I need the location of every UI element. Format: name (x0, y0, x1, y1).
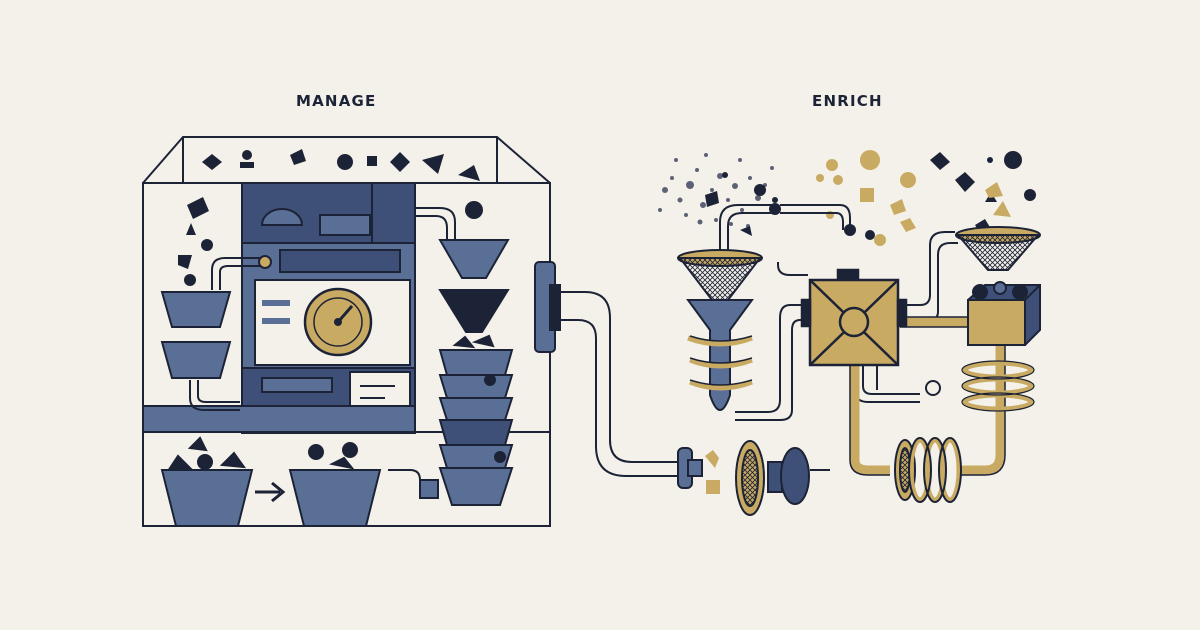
manage-pipes (189, 207, 456, 490)
pipe-node (769, 203, 781, 215)
pipe-coupling (677, 447, 720, 494)
coil-icon (894, 437, 962, 503)
enrich-pipes (719, 204, 958, 471)
coil-icon (687, 335, 753, 391)
hopper-bin (967, 281, 1041, 346)
junction-box-icon (800, 268, 908, 367)
arrow-right-icon (255, 481, 286, 503)
dust-cloud (658, 153, 774, 228)
funnel-icon (160, 239, 510, 379)
manage-label: MANAGE (296, 92, 377, 110)
pipe-node (844, 224, 856, 236)
gold-pipe (850, 317, 1005, 475)
bucket-icon (160, 436, 382, 527)
disc-cap (767, 447, 810, 505)
main-pipe (560, 291, 680, 477)
gold-particles (816, 150, 1011, 246)
mesh-filter-icon (735, 440, 765, 516)
gauge-icon (303, 287, 373, 357)
enrich-label: ENRICH (812, 92, 883, 110)
funnel-icon (677, 249, 763, 412)
pipe-node (925, 380, 941, 396)
stacked-bowls (438, 334, 514, 506)
mesh-filter-icon (955, 226, 1041, 271)
floating-particles-top (178, 149, 483, 286)
manage-outlet (419, 261, 561, 499)
